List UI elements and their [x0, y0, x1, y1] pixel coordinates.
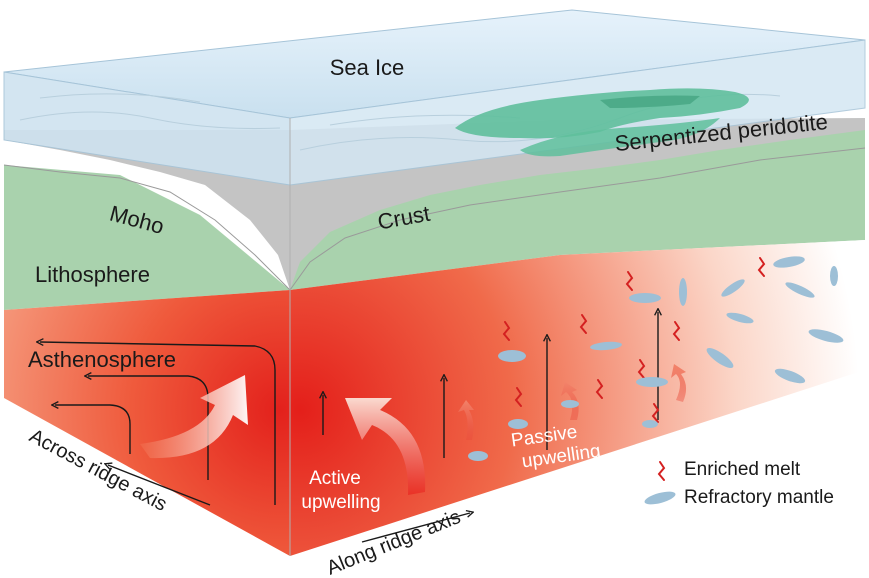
serpentinite-body-2: [520, 118, 720, 157]
refractory-mantle: [830, 266, 838, 286]
enriched-melt-group: [502, 257, 766, 423]
active-upwelling-label-2: upwelling: [301, 492, 380, 513]
flow-line-3: [55, 405, 131, 454]
ice-texture: [19, 93, 781, 151]
active-upwelling-arrow-side: [345, 398, 426, 495]
side-face: [290, 120, 865, 556]
enriched-melt: [651, 403, 660, 423]
refractory-mantle: [706, 347, 734, 369]
enriched-melt: [595, 379, 604, 399]
enriched-melt: [579, 314, 588, 334]
serpentinite-body-3: [600, 95, 700, 108]
refractory-mantle: [498, 350, 526, 362]
asthenosphere-label: Asthenosphere: [28, 347, 176, 372]
enriched-melt: [625, 271, 634, 291]
front-face: [4, 165, 290, 556]
moho-line: [3, 147, 866, 291]
legend-enriched-melt-label: Enriched melt: [684, 459, 801, 480]
flow-line-1: [40, 342, 276, 505]
refractory-mantle: [808, 329, 844, 343]
enriched-melt: [637, 359, 646, 379]
refractory-mantle: [590, 341, 622, 351]
refractory-mantle: [726, 312, 754, 324]
side-lithosphere: [290, 120, 865, 290]
along-ridge-axis-arrow: [361, 513, 470, 543]
refractory-mantle: [773, 256, 805, 268]
legend-refractory-mantle-label: Refractory mantle: [684, 487, 834, 508]
refractory-mantle: [508, 419, 528, 429]
legend-refractory-mantle-icon: [644, 491, 676, 505]
refractory-mantle: [629, 293, 661, 303]
refractory-mantle: [561, 400, 579, 408]
passive-arrow-2: [561, 382, 579, 420]
across-ridge-axis-arrow: [108, 465, 211, 506]
lithosphere-label: Lithosphere: [35, 262, 150, 287]
refractory-mantle: [636, 377, 668, 387]
enriched-melt: [757, 257, 766, 277]
passive-arrow-3: [671, 364, 687, 402]
passive-arrow-1: [458, 400, 474, 440]
refractory-mantle: [679, 278, 687, 306]
active-upwelling-arrow-front: [140, 375, 248, 459]
passive-flow-arrows: [458, 364, 687, 440]
enriched-melt: [502, 321, 511, 341]
front-lithosphere: [4, 165, 290, 310]
enriched-melt: [672, 321, 681, 341]
enriched-melt: [514, 387, 523, 407]
side-asthenosphere: [290, 240, 865, 556]
refractory-mantle: [721, 279, 745, 297]
active-upwelling-label-1: Active: [309, 468, 361, 489]
front-asthenosphere: [4, 290, 290, 556]
legend: Enriched melt Refractory mantle: [644, 459, 834, 508]
refractory-mantle: [468, 451, 488, 461]
refractory-mantle-group: [468, 256, 844, 461]
vertical-arrows: [323, 312, 658, 458]
sea-ice-label: Sea Ice: [330, 55, 405, 80]
refractory-mantle: [785, 282, 815, 298]
refractory-mantle: [642, 420, 658, 428]
legend-enriched-melt-icon: [657, 461, 666, 481]
refractory-mantle: [774, 368, 806, 384]
